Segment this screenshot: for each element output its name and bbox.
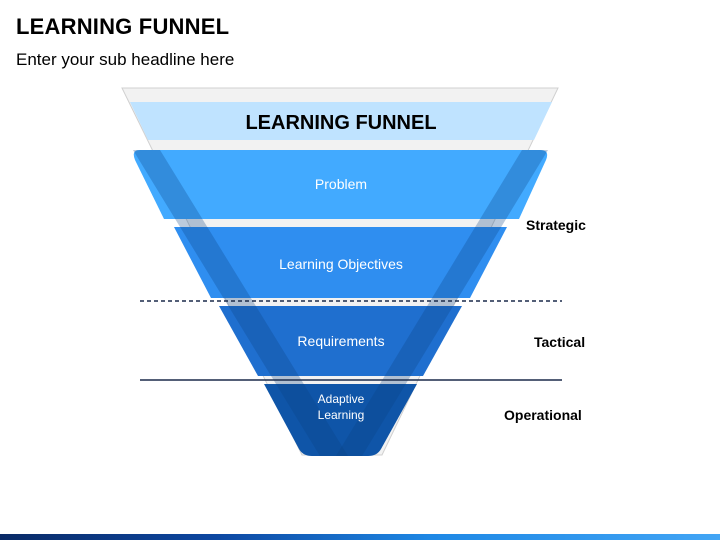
funnel-tier-learning-objectives <box>174 227 507 298</box>
side-label-tactical: Tactical <box>534 334 586 350</box>
bottom-accent-bar <box>0 534 720 540</box>
tier-label-adaptive: Adaptive <box>318 392 365 406</box>
tier-label-requirements: Requirements <box>297 333 384 349</box>
side-label-strategic: Strategic <box>526 217 586 233</box>
funnel-header-band <box>130 102 552 140</box>
page-title: LEARNING FUNNEL <box>16 14 230 39</box>
tier-label-problem: Problem <box>315 176 367 192</box>
funnel-tier-adaptive-learning <box>264 384 417 456</box>
tier-label-learning-objectives: Learning Objectives <box>279 256 403 272</box>
funnel-tier-problem <box>133 150 548 219</box>
tier-label-learning: Learning <box>318 408 365 422</box>
side-label-operational: Operational <box>504 407 582 423</box>
funnel-header-label: LEARNING FUNNEL <box>245 112 436 134</box>
page-subtitle: Enter your sub headline here <box>16 50 235 69</box>
funnel-tier-requirements <box>219 306 462 376</box>
